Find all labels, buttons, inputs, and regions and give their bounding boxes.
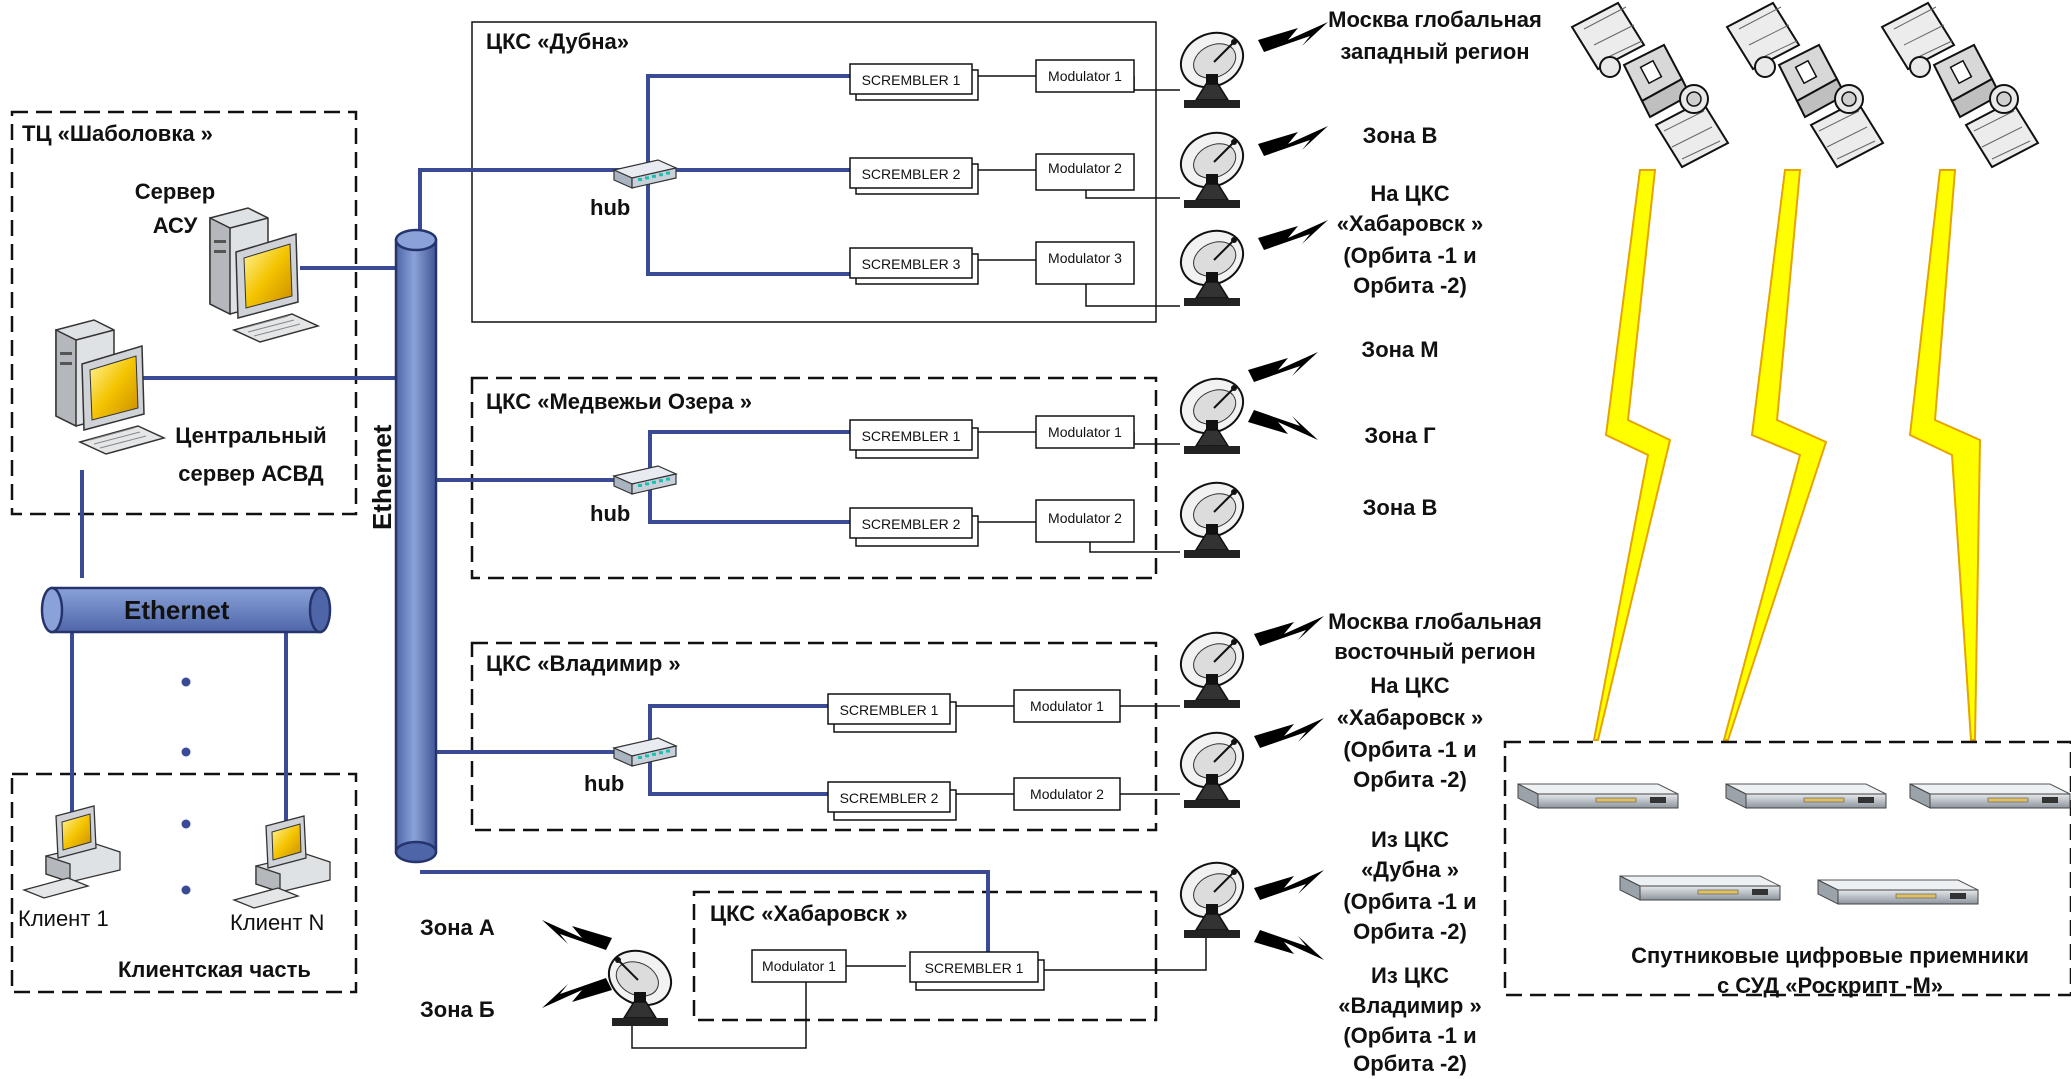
from-vlad-l2: «Владимир » [1338,993,1482,1018]
clientN-label: Клиент N [230,910,325,935]
scrambler-label: SCREMBLER 2 [839,790,939,806]
zone-moscow-west-l1: Москва глобальная [1328,7,1542,32]
khabarovsk-box [692,890,1158,1022]
from-dubna-l1: Из ЦКС [1371,827,1449,852]
zone-b: Зона Б [420,997,495,1022]
receivers-caption-l1: Спутниковые цифровые приемники [1631,943,2029,968]
dish-icon [1171,21,1253,109]
zone-moscow-east-l1: Москва глобальная [1328,609,1542,634]
modulator-label: Modulator 3 [1048,250,1122,266]
medvezhi-title: ЦКС «Медвежьи Озера » [486,389,752,414]
central-server-label-l1: Центральный [175,423,327,448]
modulator-label: Modulator 2 [1048,510,1122,526]
modulator-label: Modulator 2 [1030,786,1104,802]
receiver-icon [1619,875,1781,901]
receiver-icon [1517,783,1679,809]
scrambler-label: SCREMBLER 1 [861,428,961,444]
central-server-icon [55,319,165,455]
dish-icon [1171,471,1253,559]
from-vlad-l1: Из ЦКС [1371,963,1449,988]
hub-icon [613,159,677,189]
to-khab-1-l4: Орбита -2) [1353,273,1467,298]
scrambler-label: SCREMBLER 1 [861,72,961,88]
backbone-label: Ethernet [367,424,397,530]
dish-icon [1171,721,1253,809]
client-ethernet-label: Ethernet [124,595,230,625]
hub-icon [613,737,677,767]
modulator-label: Modulator 1 [1030,698,1104,714]
dubna-title: ЦКС «Дубна» [486,29,629,54]
satellite-icon [1726,2,1884,168]
client1-label: Клиент 1 [18,906,109,931]
from-dubna-l2: «Дубна » [1361,857,1459,882]
to-khab-1-l2: «Хабаровск » [1336,211,1484,236]
satellite-beams [1592,169,1982,741]
server-asu-label-l1: Сервер [134,179,216,204]
hub-icon [613,465,677,495]
to-khab-2-l1: На ЦКС [1370,673,1450,698]
shabolovka-title: ТЦ «Шаболовка » [22,121,213,146]
server-asu-label-l2: АСУ [152,213,198,238]
dish-icon [1171,621,1253,709]
client-part-title: Клиентская часть [118,957,311,982]
device-boxes [751,59,1135,991]
to-khab-1-l1: На ЦКС [1370,181,1450,206]
hub-label: hub [590,195,631,220]
shabolovka-box [10,110,358,516]
modulator-label: Modulator 2 [1048,160,1122,176]
vladimir-title: ЦКС «Владимир » [486,651,681,676]
data-links [70,74,990,960]
modulator-label: Modulator 1 [1048,424,1122,440]
zone-v-1: Зона В [1362,123,1438,148]
receiver-icon [1909,783,2071,809]
scrambler-label: SCREMBLER 1 [839,702,939,718]
ethernet-backbone [394,228,438,864]
zone-moscow-west-l2: западный регион [1340,39,1530,64]
scrambler-label: SCREMBLER 2 [861,166,961,182]
dish-icon [599,939,681,1027]
client1-pc-icon [23,805,121,899]
central-server-label-l2: сервер АСВД [178,461,324,486]
dish-icon [1171,121,1253,209]
scrambler-label: SCREMBLER 3 [861,256,961,272]
modulator-label: Modulator 1 [1048,68,1122,84]
receiver-icon [1725,783,1887,809]
to-khab-1-l3: (Орбита -1 и [1343,243,1477,268]
modulator-label: Modulator 1 [762,958,836,974]
ellipsis-dots [181,677,191,895]
zone-a: Зона А [420,915,495,940]
zone-moscow-east-l2: восточный регион [1334,639,1536,664]
scrambler-label: SCREMBLER 2 [861,516,961,532]
khabarovsk-title: ЦКС «Хабаровск » [710,901,908,926]
satellite-icon [1881,2,2039,168]
zone-v-2: Зона В [1362,495,1438,520]
receiver-icon [1817,879,1979,905]
to-khab-2-l3: (Орбита -1 и [1343,737,1477,762]
from-vlad-l3: (Орбита -1 и [1343,1023,1477,1048]
vladimir-box [470,641,1158,832]
from-dubna-l3: (Орбита -1 и [1343,889,1477,914]
clientN-pc-icon [233,815,331,909]
dish-icon [1171,851,1253,939]
receivers-caption-l2: с СУД «Роскрипт -М» [1716,973,1944,998]
satellite-icon [1571,2,1729,168]
to-khab-2-l4: Орбита -2) [1353,767,1467,792]
from-vlad-l4: Орбита -2) [1353,1051,1467,1076]
from-dubna-l4: Орбита -2) [1353,919,1467,944]
client-ethernet-bus [40,586,332,634]
hub-label: hub [584,771,625,796]
client-part-box [10,772,358,994]
hub-label: hub [590,501,631,526]
dish-icon [1171,367,1253,455]
dish-icon [1171,219,1253,307]
zone-g: Зона Г [1364,423,1436,448]
scrambler-label: SCREMBLER 1 [924,960,1024,976]
to-khab-2-l2: «Хабаровск » [1336,705,1484,730]
zone-m: Зона М [1361,337,1439,362]
